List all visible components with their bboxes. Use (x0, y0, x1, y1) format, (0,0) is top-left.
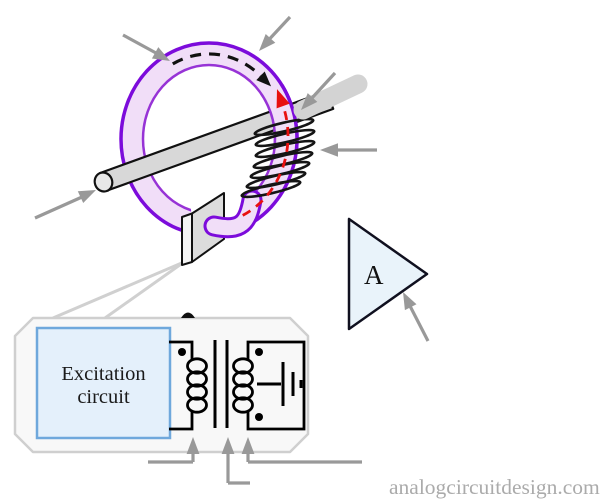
rod-tip (293, 74, 368, 120)
pickup-coil (240, 117, 316, 199)
transformer-primary (169, 340, 208, 431)
flux-direction-arrow (171, 52, 272, 87)
callout-wedge (52, 260, 185, 320)
excitation-module: Excitation circuit (13, 312, 310, 454)
transformer-secondary (232, 340, 306, 431)
annotation-arrow-core-lead (221, 437, 250, 485)
annotation-arrow-secondary-lead (241, 437, 362, 464)
annotation-arrow-induced (301, 71, 337, 110)
annotation-arrow-primary-lead (148, 437, 200, 464)
rod-end-cap (93, 171, 114, 193)
excitation-circuit-box (35, 326, 172, 440)
annotation-arrow-amplifier (403, 292, 430, 342)
annotation-arrow-core (122, 33, 170, 61)
ring-end-tongue (203, 189, 263, 239)
amplifier-triangle: A (347, 217, 429, 331)
annotation-arrow-conductor (34, 190, 96, 220)
polarity-dots (178, 348, 263, 421)
annotation-arrow-coil (320, 143, 377, 157)
annotation-arrow-flux (259, 15, 292, 51)
amplifier-label: A (364, 260, 384, 290)
transformer-core (213, 340, 229, 428)
excitation-label-line1: Excitation (61, 363, 145, 385)
ground-symbol (257, 362, 303, 406)
induced-flux-arrow (242, 89, 290, 217)
watermark-text: analogcircuitdesign.com (389, 475, 600, 499)
excitation-label-line2: circuit (77, 386, 130, 408)
connector-dot (181, 312, 195, 318)
